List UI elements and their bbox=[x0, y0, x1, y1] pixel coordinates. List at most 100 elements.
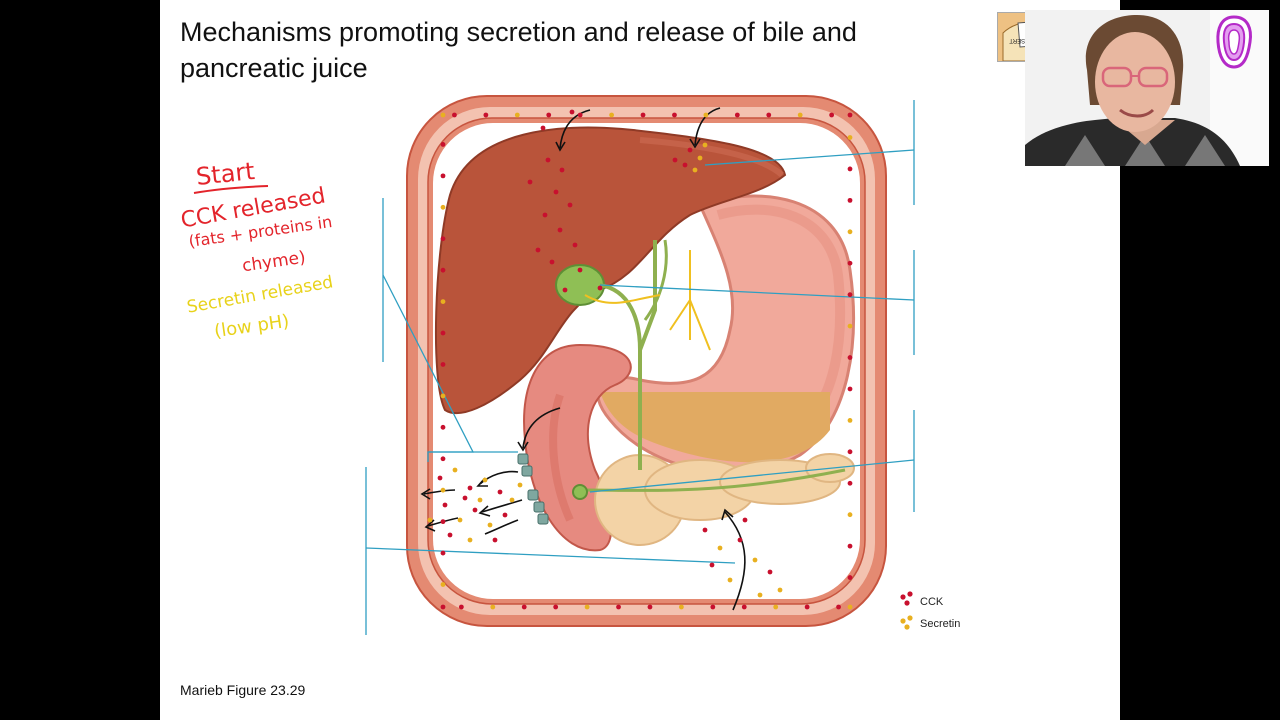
cck-dot bbox=[672, 157, 678, 163]
cck-dot bbox=[766, 112, 772, 118]
cck-dot bbox=[483, 112, 489, 118]
gallbladder bbox=[555, 239, 711, 500]
cck-dot bbox=[616, 604, 621, 610]
secretin-dot bbox=[697, 155, 703, 161]
cck-dot bbox=[640, 112, 646, 118]
secretin-dot bbox=[440, 393, 446, 399]
cck-dot bbox=[521, 604, 527, 610]
cck-dot bbox=[545, 157, 551, 163]
cck-dot bbox=[440, 456, 446, 462]
cck-dot bbox=[553, 604, 559, 610]
cck-dot bbox=[847, 112, 853, 118]
cck-dot bbox=[847, 449, 853, 455]
cck-dot bbox=[492, 537, 498, 543]
secretin-dot bbox=[482, 477, 488, 483]
cck-dot bbox=[440, 604, 446, 610]
secretin-dot bbox=[773, 604, 779, 610]
secretin-dot bbox=[584, 604, 590, 610]
cck-dot bbox=[709, 562, 715, 568]
secretin-dot bbox=[757, 592, 763, 598]
cck-dot bbox=[442, 502, 448, 508]
cck-dot bbox=[535, 247, 541, 253]
secretin-dot bbox=[797, 112, 803, 118]
cck-dot bbox=[847, 166, 853, 172]
cck-dot bbox=[562, 287, 568, 293]
figure-caption: Marieb Figure 23.29 bbox=[180, 682, 306, 698]
cck-dot bbox=[559, 167, 565, 173]
cck-dot bbox=[597, 285, 603, 291]
secretin-dot bbox=[509, 497, 515, 503]
secretin-dot bbox=[609, 112, 614, 118]
cck-dot bbox=[472, 507, 478, 513]
cck-dot bbox=[577, 112, 583, 118]
secretin-dot bbox=[467, 537, 473, 543]
cck-dot bbox=[702, 527, 708, 533]
secretin-dot bbox=[727, 577, 733, 583]
legend bbox=[900, 591, 913, 630]
cck-dot bbox=[847, 480, 853, 486]
cck-dot bbox=[546, 112, 552, 118]
cck-dot bbox=[804, 604, 810, 610]
secretin-dot bbox=[440, 112, 446, 118]
cck-dot bbox=[847, 292, 853, 298]
pancreas bbox=[584, 453, 855, 546]
cck-dot bbox=[542, 212, 548, 218]
cck-dot bbox=[467, 485, 473, 491]
cck-dot bbox=[847, 197, 853, 203]
cck-dot bbox=[847, 260, 853, 266]
secretin-dot bbox=[440, 299, 446, 304]
cck-dot bbox=[447, 532, 453, 538]
cck-dot bbox=[829, 112, 835, 118]
cck-dot bbox=[440, 519, 446, 525]
secretin-dot bbox=[440, 487, 446, 493]
secretin-dot bbox=[477, 497, 483, 503]
cck-dot bbox=[847, 543, 853, 549]
leader-lines bbox=[365, 100, 915, 635]
secretin-dot bbox=[717, 545, 723, 551]
cck-dot bbox=[569, 109, 575, 115]
cck-dot bbox=[557, 227, 563, 233]
cck-dot bbox=[737, 537, 743, 543]
secretin-dot bbox=[440, 204, 446, 210]
stomach bbox=[596, 194, 855, 474]
cck-dot bbox=[710, 604, 716, 610]
cck-dot bbox=[742, 517, 748, 523]
secretin-dot bbox=[679, 604, 684, 610]
secretin-dot bbox=[847, 323, 853, 329]
cck-dot bbox=[741, 604, 747, 610]
cck-dot bbox=[527, 179, 533, 185]
secretin-dot bbox=[847, 135, 853, 140]
secretin-dot bbox=[452, 467, 458, 473]
secretin-dot bbox=[752, 557, 758, 563]
legend-cck bbox=[900, 591, 913, 606]
secretin-dot bbox=[702, 142, 708, 148]
cck-dot bbox=[549, 259, 555, 265]
cck-dot bbox=[462, 495, 468, 501]
secretin-dot bbox=[487, 522, 493, 528]
cck-dot bbox=[847, 575, 853, 580]
cck-dot bbox=[553, 189, 559, 195]
secretin-dot bbox=[517, 482, 523, 488]
cck-dot bbox=[847, 386, 853, 392]
cck-dot bbox=[572, 242, 578, 248]
secretin-dot bbox=[847, 512, 853, 518]
secretin-dot bbox=[847, 229, 853, 235]
cck-dot bbox=[440, 330, 446, 336]
secretin-dot bbox=[490, 604, 496, 610]
cck-dot bbox=[440, 362, 446, 367]
enteroendocrine-cells bbox=[517, 453, 549, 525]
cck-dot bbox=[440, 173, 446, 179]
cck-dot bbox=[767, 569, 773, 575]
cck-dot bbox=[672, 112, 677, 118]
cck-dot bbox=[847, 355, 853, 360]
flow-arrows bbox=[420, 107, 746, 611]
hormone-dots bbox=[427, 109, 853, 610]
liver bbox=[434, 126, 787, 415]
cck-dot bbox=[458, 604, 464, 610]
secretin-dot bbox=[847, 418, 853, 423]
channel-logo-icon bbox=[1216, 15, 1252, 69]
cck-dot bbox=[440, 424, 446, 430]
legend-cck-label: CCK bbox=[920, 596, 944, 608]
cck-dot bbox=[577, 267, 583, 273]
